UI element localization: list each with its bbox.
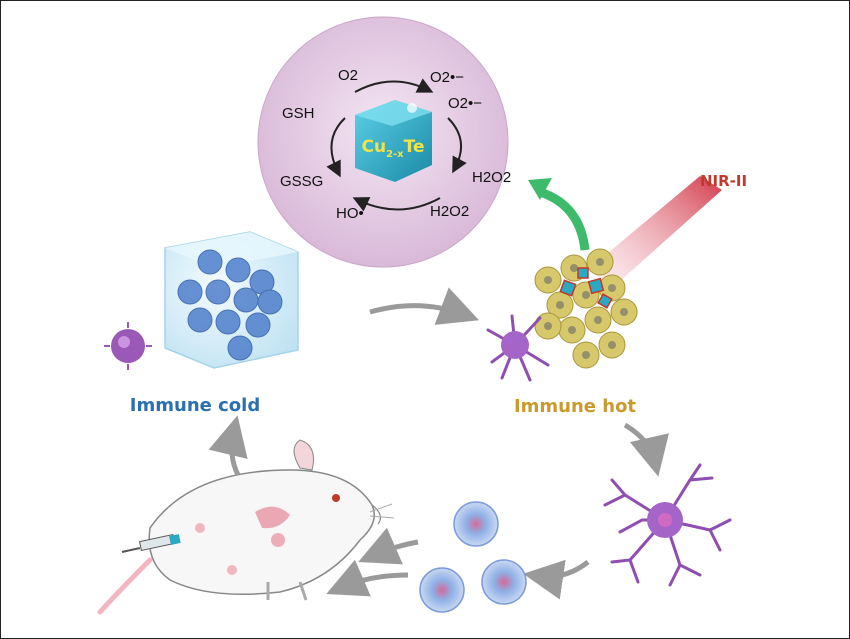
hot-to-dc-arrow [623, 422, 669, 477]
green-arrow [538, 187, 590, 251]
nir-label: NIR-II [700, 172, 747, 190]
t-cell [453, 501, 499, 547]
immune-hot-label: Immune hot [514, 396, 636, 417]
tcell-to-mouse-arrow-1 [358, 527, 419, 565]
nir-beam [590, 176, 722, 290]
activated-immune-cell [486, 314, 550, 382]
cu2te-nanocube [355, 100, 432, 182]
o2-radical-label-2: O2•− [448, 95, 482, 112]
immune-cold-tumor [164, 231, 299, 369]
h2o2-right-label: H2O2 [472, 169, 511, 186]
h2o2-bottom-label: H2O2 [430, 203, 469, 220]
dormant-immune-cell [104, 322, 152, 370]
o2-label: O2 [338, 67, 358, 84]
immune-hot-tumor [534, 248, 638, 369]
gsh-label: GSH [282, 105, 315, 122]
cold-to-hot-arrow [369, 287, 480, 325]
reaction-circle: Cu2-xTe O2 O2•− O2•− H2O2 H2O2 HO• GSH G… [257, 16, 511, 268]
t-cell-group [419, 501, 527, 613]
ho-radical-label: HO• [336, 205, 364, 222]
gssg-label: GSSG [280, 173, 323, 190]
syringe [121, 533, 181, 553]
h2o2-arrow [352, 197, 441, 212]
mouse-to-cold-arrow [208, 415, 248, 477]
t-cell [481, 559, 527, 605]
cu2te-label: Cu2-xTe [361, 137, 424, 160]
radical-arrow [447, 117, 467, 174]
dendritic-cell [603, 463, 732, 587]
o2-arrow [354, 78, 434, 93]
gsh-arrow [326, 117, 346, 178]
dc-to-tcell-arrow [523, 559, 590, 600]
mouse-illustration [97, 439, 395, 615]
t-cell [419, 567, 465, 613]
green-arrow-head [528, 178, 552, 200]
tcell-to-mouse-arrow-2 [326, 559, 409, 597]
o2-radical-label: O2•− [430, 69, 464, 86]
immune-cold-label: Immune cold [130, 395, 260, 416]
